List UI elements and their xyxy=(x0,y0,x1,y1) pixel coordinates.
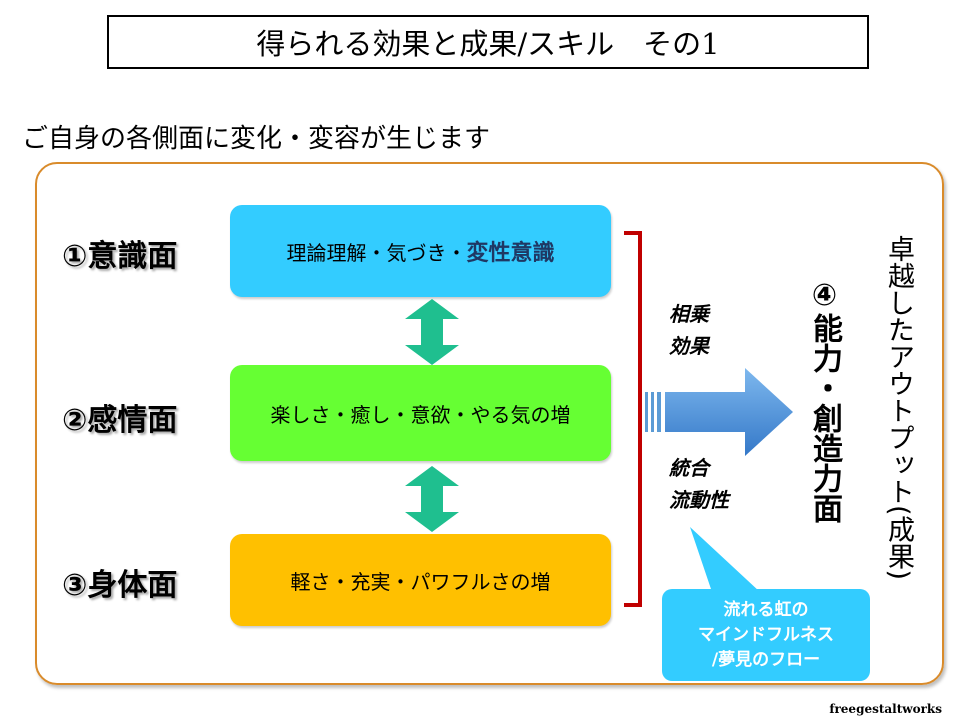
synergy-label-line2: 効果 xyxy=(669,334,709,358)
aspect-label-emotion: ②感情面 xyxy=(62,403,178,438)
credit-text: freegestaltworks xyxy=(829,702,942,716)
callout-line1: 流れる虹の xyxy=(723,599,809,620)
emotion-box: 楽しさ・癒し・意欲・やる気の増 xyxy=(230,365,611,461)
altered-consciousness-highlight: 変性意識 xyxy=(466,241,555,266)
integration-label-line1: 統合 xyxy=(669,456,709,480)
callout-line3: /夢見のフロー xyxy=(711,649,821,670)
integration-label: 統合 流動性 xyxy=(669,452,729,516)
aspect-label-body: ③身体面 xyxy=(62,568,178,603)
synergy-label: 相乗 効果 xyxy=(669,298,709,362)
integration-label-line2: 流動性 xyxy=(669,488,729,512)
rainbow-mindfulness-callout: 流れる虹の マインドフルネス /夢見のフロー xyxy=(662,589,870,681)
double-arrow-icon xyxy=(405,299,459,365)
right-bracket-icon xyxy=(624,231,642,607)
right-arrow-icon xyxy=(645,368,793,456)
ability-creativity-label: ④能力・創造力面 xyxy=(807,278,842,523)
subtitle: ご自身の各側面に変化・変容が生じます xyxy=(22,124,491,154)
body-box: 軽さ・充実・パワフルさの増 xyxy=(230,534,611,626)
callout-line2: マインドフルネス xyxy=(698,624,834,645)
excellent-output-label: 卓越したアウトプット(成果) xyxy=(883,235,914,581)
double-arrow-icon xyxy=(405,466,459,532)
slide-title: 得られる効果と成果/スキル その1 xyxy=(107,15,869,69)
synergy-label-line1: 相乗 xyxy=(669,302,709,326)
consciousness-box-text: 理論理解・気づき・ xyxy=(286,240,467,265)
content-frame xyxy=(35,162,944,685)
aspect-label-consciousness: ①意識面 xyxy=(62,239,178,274)
consciousness-box: 理論理解・気づき・変性意識 xyxy=(230,205,611,297)
